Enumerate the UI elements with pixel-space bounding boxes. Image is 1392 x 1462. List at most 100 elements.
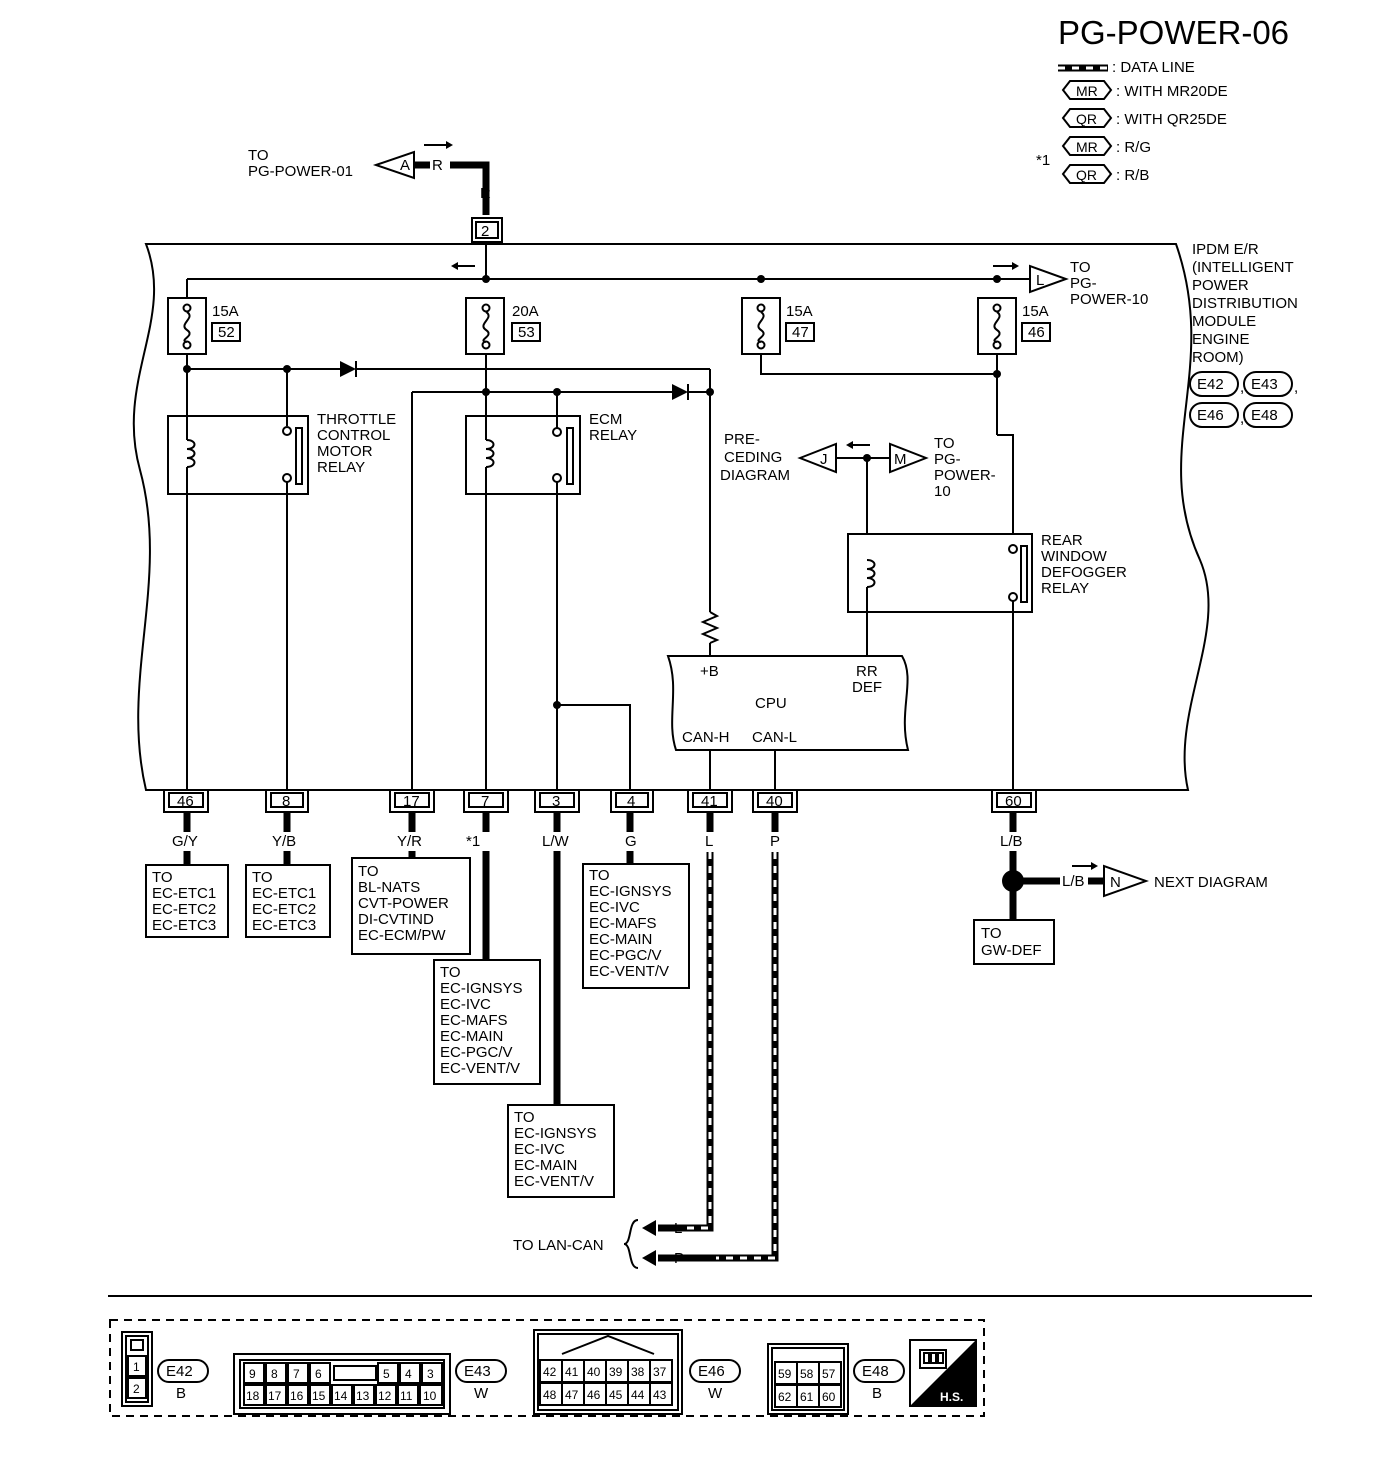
svg-text:EC-IVC: EC-IVC [514, 1141, 565, 1158]
relay-contact-icon [566, 427, 574, 485]
svg-text:53: 53 [518, 324, 535, 341]
svg-text:2: 2 [133, 1382, 140, 1396]
fuse-53: 20A 53 [465, 297, 541, 355]
legend: : DATA LINE MR : WITH MR20DE QR : WITH Q… [1036, 59, 1228, 184]
svg-text:DEF: DEF [852, 679, 882, 696]
svg-text:DEFOGGER: DEFOGGER [1041, 564, 1127, 581]
svg-text:CAN-L: CAN-L [752, 729, 797, 746]
lower-wiring [186, 482, 631, 790]
svg-text:L: L [1036, 272, 1044, 289]
terminal-60: 60 [991, 789, 1037, 813]
svg-text:EC-ETC3: EC-ETC3 [252, 917, 316, 934]
terminal-7: 7 [463, 789, 509, 813]
svg-text:7: 7 [481, 793, 489, 810]
svg-text:EC-VENT/V: EC-VENT/V [440, 1060, 520, 1077]
svg-text:EC-ETC3: EC-ETC3 [152, 917, 216, 934]
svg-text:42: 42 [543, 1365, 557, 1379]
svg-text:,: , [1240, 379, 1244, 396]
svg-text:(INTELLIGENT: (INTELLIGENT [1192, 259, 1294, 276]
svg-text:EC-ECM/PW: EC-ECM/PW [358, 927, 446, 944]
lan-can-label: TO LAN-CAN [513, 1237, 604, 1254]
svg-text:E46: E46 [698, 1363, 725, 1380]
svg-text:16: 16 [290, 1389, 304, 1403]
mr-tag-icon [1061, 136, 1113, 156]
svg-text:46: 46 [177, 793, 194, 810]
terminal-41: 41 [687, 789, 733, 813]
svg-text:PG-: PG- [1070, 275, 1097, 292]
svg-text:17: 17 [268, 1389, 282, 1403]
connector-e43: 9 8 7 6 5 4 3 18 17 16 15 14 13 12 11 10… [233, 1353, 507, 1415]
svg-text:17: 17 [403, 793, 420, 810]
svg-text:TO: TO [934, 435, 955, 452]
dest-g: TO EC-IGNSYS EC-IVC EC-MAFS EC-MAIN EC-P… [582, 863, 690, 989]
diode-icon [340, 361, 356, 377]
svg-text:RELAY: RELAY [1041, 580, 1089, 597]
svg-text:R: R [432, 157, 443, 174]
svg-text:PRE-: PRE- [724, 431, 760, 448]
svg-text:E43: E43 [464, 1363, 491, 1380]
external-wires: G/Y Y/B Y/R *1 L/W G L/B L/B N NEXT DIAG… [172, 812, 1268, 1269]
svg-text:EC-IGNSYS: EC-IGNSYS [589, 883, 672, 900]
svg-text:E42: E42 [166, 1363, 193, 1380]
connector-n-icon [1103, 864, 1149, 898]
svg-text:E46: E46 [1197, 407, 1224, 424]
svg-text:58: 58 [800, 1367, 814, 1381]
terminal-4: 4 [610, 789, 654, 813]
internal-wiring [183, 354, 1014, 790]
coil-icon [866, 559, 876, 588]
rear-window-defogger-relay: REAR WINDOW DEFOGGER RELAY [847, 532, 1127, 790]
svg-text:L/B: L/B [1000, 833, 1023, 850]
svg-text:TO: TO [152, 869, 173, 886]
svg-text:2: 2 [481, 223, 489, 240]
connector-j-icon [797, 442, 837, 474]
svg-text:46: 46 [587, 1388, 601, 1402]
ipdm-module-outline [132, 243, 1210, 791]
svg-text:MODULE: MODULE [1192, 313, 1256, 330]
top-input: TO PG-POWER-01 A R R 2 [248, 141, 503, 243]
svg-text:E48: E48 [1251, 407, 1278, 424]
svg-text:EC-ETC1: EC-ETC1 [152, 885, 216, 902]
dest-yb: TO EC-ETC1 EC-ETC2 EC-ETC3 [245, 864, 331, 938]
hs-icon: H.S. [909, 1339, 977, 1407]
svg-text:E43: E43 [1251, 376, 1278, 393]
svg-text:DIAGRAM: DIAGRAM [720, 467, 790, 484]
legend-mr-color: : R/G [1116, 139, 1151, 156]
svg-text:4: 4 [627, 793, 635, 810]
legend-qr-color: : R/B [1116, 167, 1149, 184]
svg-text:TO: TO [514, 1109, 535, 1126]
svg-text:60: 60 [1005, 793, 1022, 810]
svg-text:BL-NATS: BL-NATS [358, 879, 420, 896]
svg-text:B: B [176, 1385, 186, 1402]
svg-text:13: 13 [356, 1389, 370, 1403]
svg-text:47: 47 [565, 1388, 579, 1402]
svg-text:EC-IVC: EC-IVC [440, 996, 491, 1013]
svg-text:EC-MAFS: EC-MAFS [589, 915, 657, 932]
dest-lw: TO EC-IGNSYS EC-IVC EC-MAIN EC-VENT/V [507, 1104, 615, 1198]
svg-text:P: P [770, 833, 780, 850]
terminal-3: 3 [534, 789, 580, 813]
top-bus: L TO PG- POWER-10 [187, 242, 1148, 308]
connector-m-icon [889, 442, 929, 474]
terminal-46: 46 [163, 789, 209, 813]
svg-text:EC-PGC/V: EC-PGC/V [589, 947, 662, 964]
fuse-47: 15A 47 [741, 297, 815, 355]
svg-text:DI-CVTIND: DI-CVTIND [358, 911, 434, 928]
svg-text:EC-IGNSYS: EC-IGNSYS [440, 980, 523, 997]
svg-text:G/Y: G/Y [172, 833, 198, 850]
svg-text:61: 61 [800, 1390, 814, 1404]
svg-text:EC-IGNSYS: EC-IGNSYS [514, 1125, 597, 1142]
svg-text:L/W: L/W [542, 833, 570, 850]
svg-text:H.S.: H.S. [940, 1390, 963, 1404]
svg-text:EC-VENT/V: EC-VENT/V [589, 963, 669, 980]
svg-text:EC-MAFS: EC-MAFS [440, 1012, 508, 1029]
svg-text:62: 62 [778, 1390, 792, 1404]
svg-text:POWER: POWER [1192, 277, 1249, 294]
svg-text:ENGINE: ENGINE [1192, 331, 1250, 348]
svg-text:12: 12 [378, 1389, 392, 1403]
svg-text:CVT-POWER: CVT-POWER [358, 895, 449, 912]
svg-text:10: 10 [423, 1389, 437, 1403]
resistor-icon [700, 611, 720, 644]
fuse-52: 15A 52 [167, 279, 241, 355]
svg-text:57: 57 [822, 1367, 836, 1381]
svg-text:Y/R: Y/R [397, 833, 422, 850]
